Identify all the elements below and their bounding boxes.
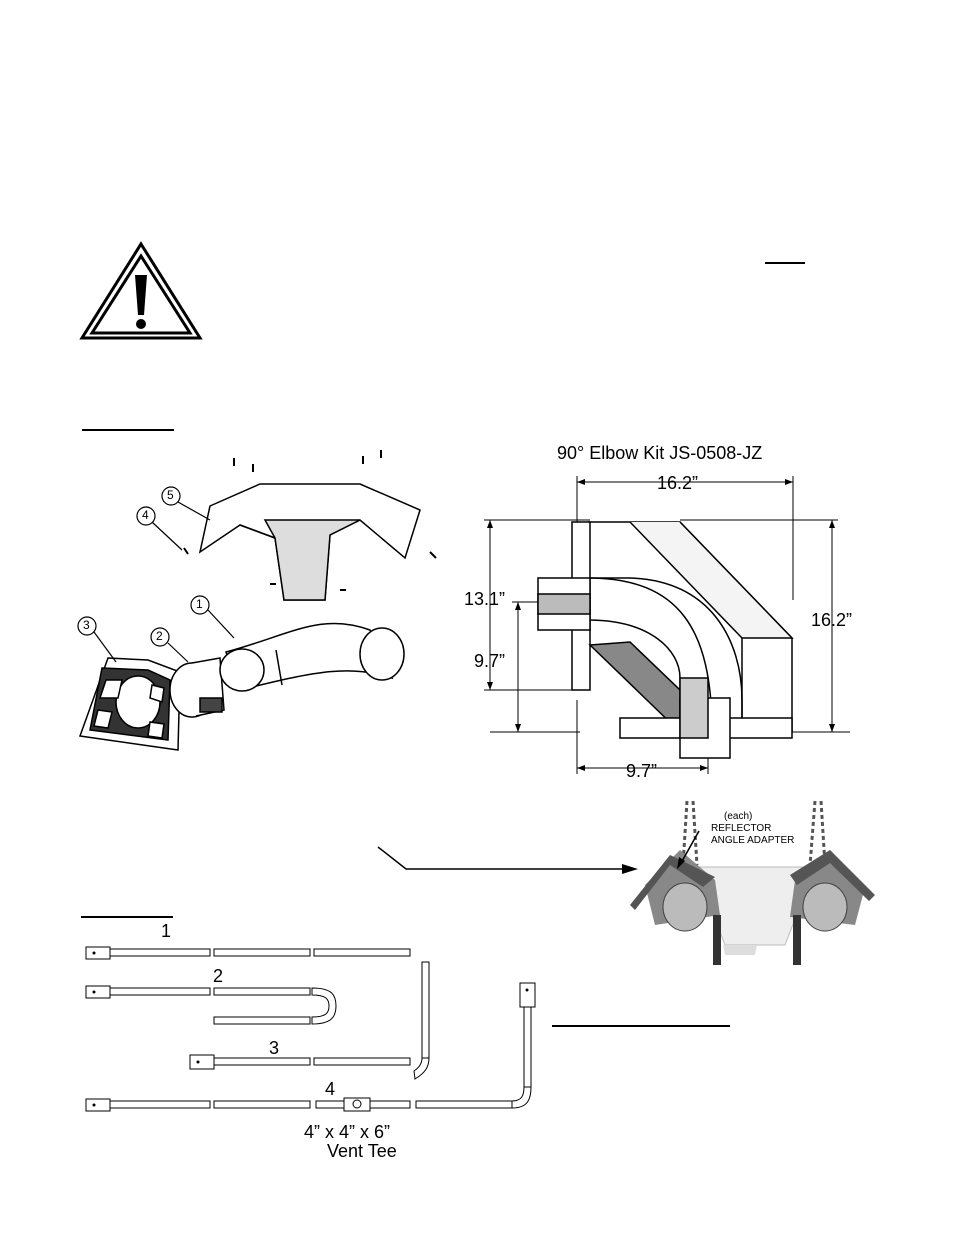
reflector-each: (each) bbox=[724, 811, 753, 822]
callout-label-1: 1 bbox=[196, 597, 203, 611]
reflector-line2: ANGLE ADAPTER bbox=[711, 835, 795, 846]
vent-tee-size: 4” x 4” x 6” bbox=[304, 1122, 391, 1142]
warning-icon bbox=[79, 241, 203, 340]
section-rule-top bbox=[82, 429, 174, 431]
callout-label-4: 4 bbox=[142, 508, 149, 522]
underline-rule bbox=[765, 262, 805, 264]
dim-right: 16.2” bbox=[811, 610, 853, 630]
pointer-arrow bbox=[377, 846, 638, 874]
callout-1 bbox=[190, 595, 210, 615]
callout-label-5: 5 bbox=[167, 488, 174, 502]
config-label-2: 2 bbox=[213, 966, 224, 986]
vent-tee-label: Vent Tee bbox=[327, 1141, 397, 1161]
exploded-elbow-drawing bbox=[77, 450, 437, 751]
config-label-3: 3 bbox=[269, 1038, 280, 1058]
config-label-1: 1 bbox=[161, 921, 172, 941]
config-label-4: 4 bbox=[325, 1079, 336, 1099]
callout-label-3: 3 bbox=[83, 618, 90, 632]
elbow-dimension-drawing bbox=[484, 476, 850, 774]
reflector-line1: REFLECTOR bbox=[711, 823, 772, 834]
section-rule-right bbox=[552, 1025, 730, 1027]
reflector-picture bbox=[630, 800, 875, 965]
dim-left-inner: 9.7” bbox=[474, 651, 506, 671]
dim-bottom: 9.7” bbox=[626, 761, 658, 781]
elbow-kit-title: 90° Elbow Kit JS-0508-JZ bbox=[557, 443, 763, 463]
section-rule-bottom bbox=[81, 916, 173, 918]
vent-configurations bbox=[85, 946, 536, 1112]
dim-top: 16.2” bbox=[657, 473, 699, 493]
callout-label-2: 2 bbox=[156, 629, 163, 643]
dim-left-outer: 13.1” bbox=[464, 589, 506, 609]
